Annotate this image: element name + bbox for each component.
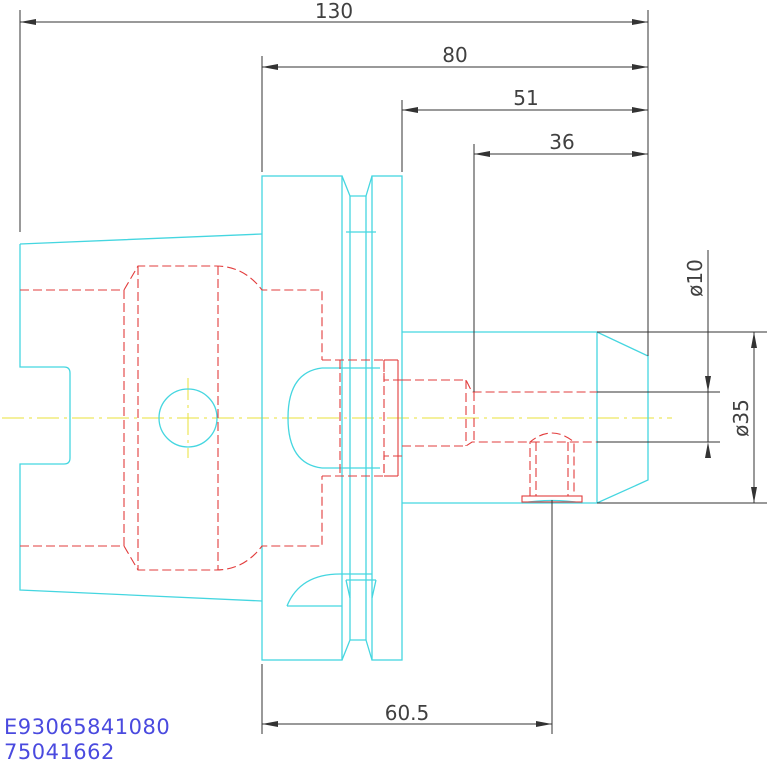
flange-pocket-arc xyxy=(287,367,323,469)
nose-outline xyxy=(402,331,649,504)
taper-shank-outline xyxy=(19,233,263,602)
hidden-lines xyxy=(20,265,597,571)
dim-label-dia10: ø10 xyxy=(683,259,707,297)
flange-bore-bottom xyxy=(322,455,402,477)
drive-slot-arc xyxy=(286,573,372,607)
shank-bore-circle xyxy=(158,388,218,448)
dim-label-60-5: 60.5 xyxy=(385,701,430,725)
shank-cavity-outline-lower xyxy=(20,476,323,571)
dim-label-80: 80 xyxy=(442,43,467,67)
dim-label-51: 51 xyxy=(513,86,538,110)
dim-label-130: 130 xyxy=(315,0,353,23)
flange-groove-top xyxy=(341,175,373,197)
part-code-line-2: 75041662 xyxy=(4,740,115,764)
flange-ring xyxy=(371,175,403,661)
flange-bore-top xyxy=(322,359,402,381)
flange-groove-bottom xyxy=(341,639,373,661)
dim-label-36: 36 xyxy=(549,130,574,154)
groove-slot-lower xyxy=(345,579,377,599)
set-screw-outline xyxy=(529,432,575,496)
dimension-lines xyxy=(19,10,767,734)
nose-bore-bottom xyxy=(402,441,597,447)
shank-cavity-outline xyxy=(20,265,323,360)
part-code-line-1: E93065841080 xyxy=(4,715,171,739)
nose-bore-top xyxy=(402,379,597,393)
flange-body xyxy=(261,175,343,661)
dim-label-dia35: ø35 xyxy=(729,399,753,437)
